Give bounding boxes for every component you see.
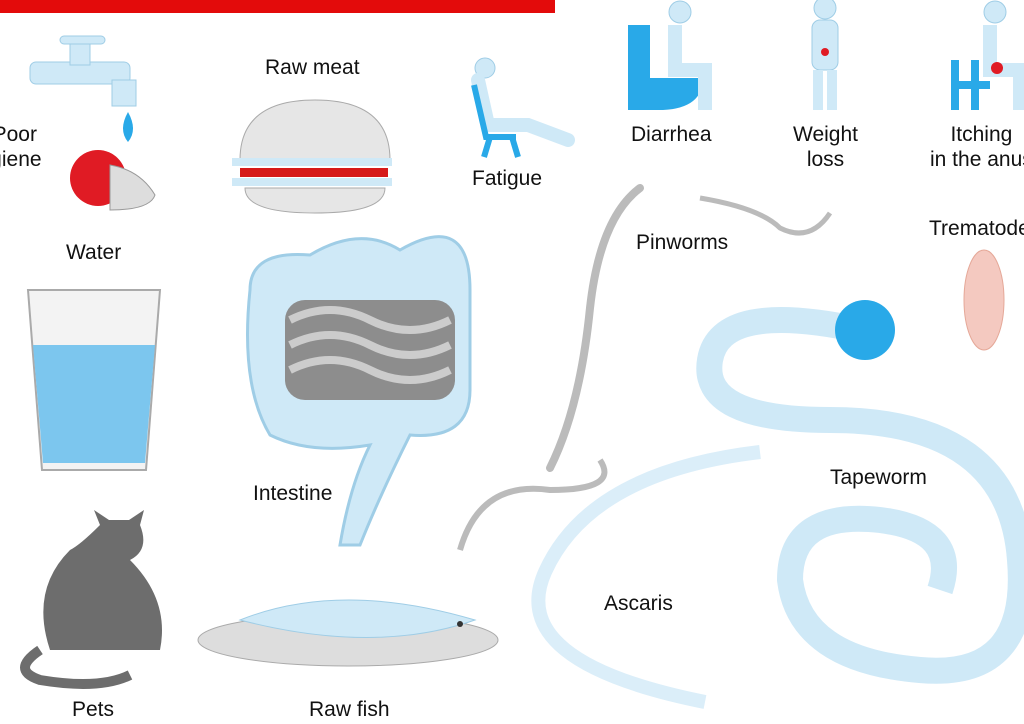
- label-fatigue: Fatigue: [472, 167, 543, 190]
- tapeworm-head-icon: [835, 300, 895, 360]
- label-intestine: Intestine: [253, 482, 333, 505]
- title-banner: [0, 0, 555, 13]
- ascaris-icon: [531, 445, 761, 709]
- standing-person-icon: [811, 0, 839, 110]
- trematode-icon: [963, 249, 1005, 351]
- label-pets: Pets: [72, 698, 115, 721]
- label-diarrhea: Diarrhea: [631, 123, 712, 146]
- label-pinworms: Pinworms: [636, 231, 729, 254]
- pinworm-icon: [699, 195, 833, 236]
- pinworm-icon: [546, 184, 644, 472]
- sitting-person-itching-icon: [951, 0, 1024, 110]
- label-raw-fish: Raw fish: [309, 698, 390, 721]
- label-raw-meat: Raw meat: [265, 56, 360, 79]
- label-tapeworm: Tapeworm: [830, 466, 927, 489]
- apple-hand-icon: [70, 150, 156, 211]
- label-poor-hygiene: Poorhygiene: [0, 123, 42, 171]
- burger-icon: [232, 99, 392, 214]
- cat-icon: [20, 510, 163, 689]
- toilet-person-icon: [628, 0, 712, 110]
- water-glass-icon: [26, 289, 162, 471]
- label-trematodes: Trematodes: [929, 217, 1024, 240]
- intestine-icon: [246, 235, 472, 547]
- tired-person-icon: [471, 57, 575, 158]
- pinworm-icon: [457, 458, 608, 551]
- fish-plate-icon: [197, 599, 499, 667]
- tapeworm-icon: [696, 307, 1024, 684]
- faucet-icon: [29, 35, 137, 142]
- label-ascaris: Ascaris: [604, 592, 673, 615]
- label-water: Water: [66, 241, 122, 264]
